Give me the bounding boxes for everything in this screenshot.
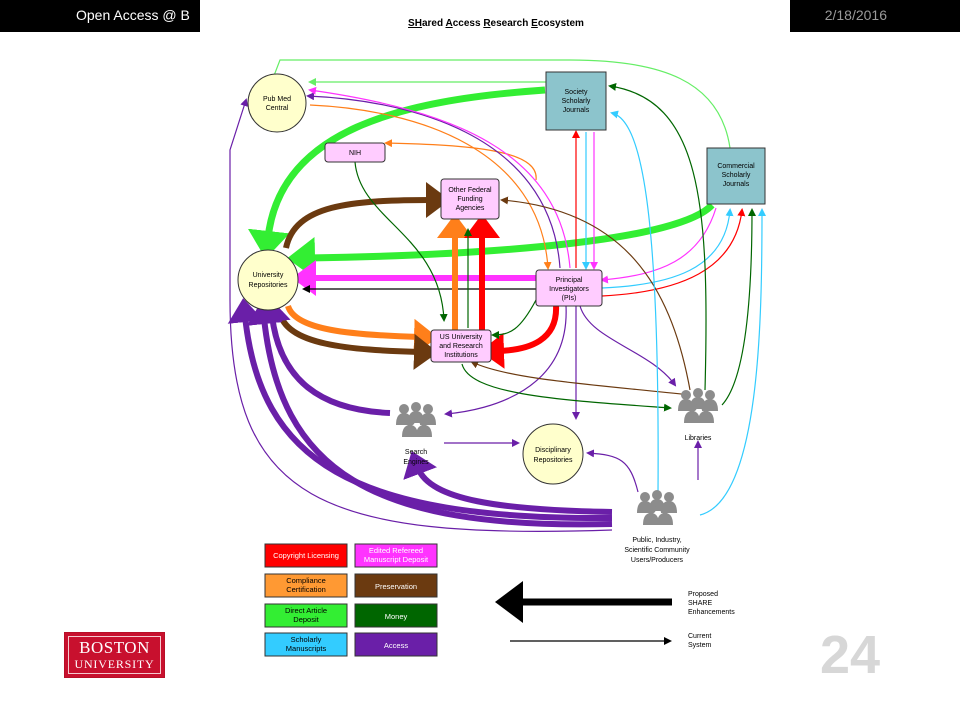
legend-label-4: Preservation [375,582,417,591]
federal-line-2: Funding [457,196,482,203]
legend-preservation: Preservation [354,573,438,598]
legend-edited-refereed: Edited Refereed Manuscript Deposit [354,543,438,568]
diagram-canvas: SHared Access Research Ecosystem [227,18,766,657]
node-federal-agencies: Other Federal Funding Agencies [440,178,500,220]
search-line-1: Search [405,449,427,456]
federal-line-1: Other Federal [448,187,492,194]
pubmed-line-2: Central [266,105,289,112]
node-nih: NIH [324,142,386,163]
legend-label-8: Access [384,641,408,650]
search-line-2: Engines [403,459,429,466]
univ-repo-line-2: Repositories [249,282,288,289]
legend-label-2b: Manuscript Deposit [364,555,429,564]
legend-label-3a: Compliance [286,576,326,585]
disciplinary-line-2: Repositories [534,457,573,464]
us-univ-line-3: Institutions [444,352,478,359]
key-proposed-2: SHARE [688,600,712,607]
node-society-journals: Society Scholarly Journals [545,71,607,131]
slide-number: 24 [820,625,881,685]
legend-label-1: Copyright Licensing [273,551,339,560]
legend-label-6: Money [385,612,408,621]
title-part-5: R [483,18,491,29]
boston-university-logo: BOSTON UNIVERSITY [64,632,165,678]
society-line-3: Journals [563,107,590,114]
society-line-2: Scholarly [562,98,591,105]
federal-line-3: Agencies [456,205,485,212]
search-people-icon [396,402,436,437]
pubmed-line-1: Pub Med [263,96,291,103]
key-current-2: System [688,642,712,649]
key-proposed-3: Enhancements [688,609,735,616]
slide-date: 2/18/2016 [824,7,887,23]
legend-access: Access [354,632,438,657]
node-principal-investigators: Principal Investigators (PIs) [535,269,603,307]
key-proposed-1: Proposed [688,591,718,598]
title-part-6: esearch [491,18,532,29]
node-search-engines: Search Engines [396,402,436,466]
pis-line-2: Investigators [549,286,589,293]
node-pubmed-central: Pub Med Central [247,73,307,133]
commercial-line-3: Journals [723,181,750,188]
pis-line-3: (PIs) [562,295,577,302]
commercial-line-2: Scholarly [722,172,751,179]
legend-direct-article-deposit: Direct Article Deposit [264,603,348,628]
node-disciplinary-repositories: Disciplinary Repositories [522,423,584,485]
title-part-4: ccess [453,18,484,29]
title-part-8: cosystem [538,18,584,29]
node-commercial-journals: Commercial Scholarly Journals [706,147,766,205]
logo-line-2: UNIVERSITY [74,657,155,671]
line-key: Proposed SHARE Enhancements Current Syst… [495,581,735,649]
key-current-1: Current [688,633,711,640]
logo-frame: BOSTON UNIVERSITY [68,636,161,674]
libraries-label: Libraries [685,435,712,442]
nih-label: NIH [349,150,361,157]
univ-repo-line-1: University [253,272,284,279]
libraries-people-icon [678,388,718,423]
legend-label-3b: Certification [286,585,326,594]
node-libraries: Libraries [678,388,718,442]
legend-label-2a: Edited Refereed [369,546,423,555]
public-line-3: Users/Producers [631,557,684,564]
legend-label-7a: Scholarly [291,635,322,644]
pis-line-1: Principal [556,277,583,284]
node-university-repositories: University Repositories [237,249,299,311]
legend-label-5b: Deposit [293,615,319,624]
share-ecosystem-diagram: SHared Access Research Ecosystem [200,0,790,690]
legend-money: Money [354,603,438,628]
society-line-1: Society [565,89,588,96]
logo-line-1: BOSTON [79,638,150,657]
public-line-1: Public, Industry, [632,537,681,544]
title-part-2: ared [422,18,446,29]
legend-label-5a: Direct Article [285,606,327,615]
node-public-users: Public, Industry, Scientific Community U… [624,490,690,564]
us-univ-line-2: and Research [439,343,483,350]
legend-label-7b: Manuscripts [286,644,327,653]
diagram-title: SHared Access Research Ecosystem [408,18,584,29]
commercial-line-1: Commercial [717,163,755,170]
legend-scholarly-manuscripts: Scholarly Manuscripts [264,632,348,657]
legend-compliance-certification: Compliance Certification [264,573,348,598]
title-part-7: E [531,18,538,29]
legend-copyright-licensing: Copyright Licensing [264,543,348,568]
public-line-2: Scientific Community [624,547,690,554]
presentation-title: Open Access @ B [76,7,190,23]
us-univ-line-1: US University [440,334,483,341]
node-us-university: US University and Research Institutions [430,329,492,363]
public-people-icon [637,490,677,525]
title-part-3: A [445,18,452,29]
legend: Copyright Licensing Edited Refereed Manu… [264,543,438,657]
title-part-1: SH [408,18,422,29]
disciplinary-line-1: Disciplinary [535,447,571,454]
connections [227,59,766,532]
